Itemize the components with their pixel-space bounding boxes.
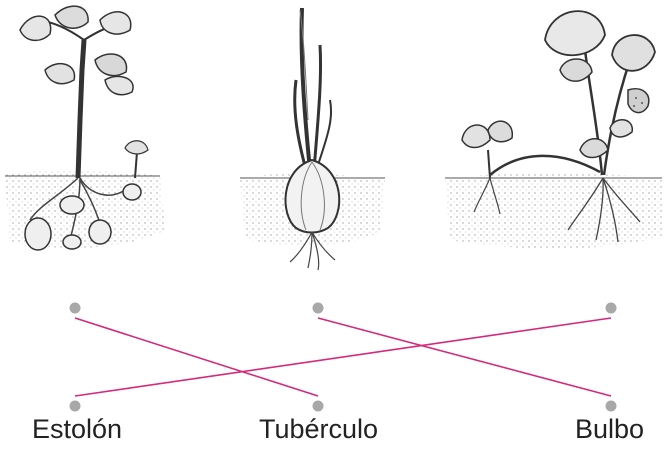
tuber — [60, 196, 84, 214]
stolon-runner — [490, 156, 600, 175]
connector-line-onion-bulbo — [318, 318, 611, 396]
label-estolon: Estolón — [32, 414, 122, 445]
matching-lines — [75, 318, 611, 396]
connector-line-strawberry-estolon — [75, 318, 611, 396]
label-tuberculo: Tubérculo — [259, 414, 378, 445]
tuber — [63, 235, 81, 249]
connector-line-potato-tuberculo — [75, 318, 318, 396]
top-dot-right[interactable] — [606, 303, 617, 314]
bottom-dot-left[interactable] — [70, 401, 81, 412]
top-dot-left[interactable] — [70, 303, 81, 314]
strawberry-fruit — [628, 89, 649, 113]
soil-patch — [445, 174, 662, 249]
label-bulbo: Bulbo — [575, 414, 644, 445]
onion-bulb-illustration — [240, 8, 385, 270]
bottom-dot-right[interactable] — [606, 401, 617, 412]
tuber — [123, 184, 141, 200]
onion-bulb — [285, 160, 339, 233]
bottom-dot-middle[interactable] — [313, 401, 324, 412]
strawberry-runner-illustration — [445, 11, 662, 248]
potato-plant-illustration — [5, 6, 165, 250]
tuber — [89, 220, 111, 244]
tuber — [25, 218, 51, 250]
top-dot-middle[interactable] — [313, 303, 324, 314]
